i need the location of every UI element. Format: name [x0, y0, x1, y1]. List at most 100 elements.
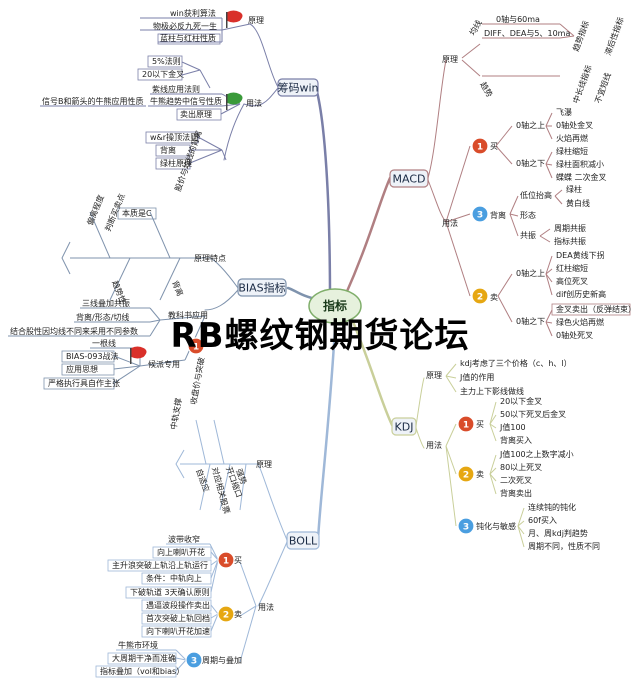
connector [149, 211, 171, 259]
label-frame [107, 559, 212, 572]
connector [545, 163, 553, 166]
label-frame [43, 377, 115, 390]
connector [181, 61, 201, 71]
node-label: 0轴之上 [516, 268, 545, 278]
node-label: 形态 [520, 210, 536, 220]
connector [559, 23, 575, 37]
flag-pole [226, 94, 228, 110]
connector [545, 112, 553, 127]
connector [461, 43, 481, 59]
connector [497, 273, 513, 297]
badge-number: 3 [191, 657, 197, 667]
flag-icon [227, 92, 243, 105]
connector [199, 463, 211, 511]
connector [445, 375, 457, 379]
connector [545, 321, 553, 337]
node-label: kdj考虑了三个价格（c、h、l） [460, 358, 572, 368]
node-label: 遇逼波段操作卖出 [146, 600, 210, 610]
connector [175, 657, 187, 661]
node-label: 应用思想 [66, 364, 98, 374]
badge-number: 1 [193, 343, 199, 353]
connector [545, 309, 553, 323]
label-frame [141, 612, 212, 625]
connector [489, 454, 497, 475]
node-label: 自适应 [194, 467, 212, 493]
topic-label: KDJ [395, 421, 414, 434]
node-label: 0轴之下 [516, 316, 545, 326]
badge-number: 1 [477, 143, 483, 153]
connector [509, 213, 519, 237]
connector [445, 375, 457, 393]
connector [181, 69, 201, 76]
connector [239, 605, 257, 663]
node-label: 结合股性因均线不同来采用不同参数 [10, 326, 138, 336]
topic-node [277, 78, 319, 97]
node-label: 买 [476, 420, 484, 429]
connector [113, 365, 141, 370]
connector-lines [8, 17, 631, 678]
node-label: 红柱缩短 [556, 263, 588, 273]
label-frame [125, 586, 212, 599]
topic-label: BOLL [289, 535, 318, 548]
connector [209, 543, 219, 561]
node-label: 蓝柱与红柱性质 [160, 33, 216, 43]
flag-icons [130, 10, 243, 364]
node-label: 飞瀑 [556, 107, 572, 117]
connector [149, 319, 161, 337]
topic-label: MACD [393, 173, 426, 186]
node-label: 连续钝的钝化 [528, 502, 576, 512]
connector [113, 365, 141, 384]
connector [517, 525, 525, 535]
connector [221, 149, 227, 161]
connector [159, 257, 181, 301]
connector [489, 423, 497, 442]
label-frame [141, 572, 212, 585]
topic-node [389, 169, 429, 188]
node-label: 不宜短线 [592, 71, 612, 104]
badge-number: 1 [223, 557, 229, 567]
connector [149, 319, 161, 323]
connector [249, 23, 279, 88]
node-label: 牛熊市环境 [118, 640, 158, 650]
node-label: 大周期干净而准确 [112, 653, 176, 663]
node-label: 背离 [170, 279, 185, 298]
connector [445, 221, 471, 297]
node-label: 背离/形态/切线 [76, 312, 129, 322]
badge-number: 2 [477, 293, 483, 303]
node-label: 偏离程度 [85, 193, 106, 226]
number-badge-three [185, 651, 203, 669]
node-label: w&r操顶法则 [150, 132, 198, 142]
topic-node [286, 531, 320, 550]
connector [445, 423, 457, 447]
connector [89, 211, 111, 259]
node-label: 向下喇叭开花加速 [146, 626, 210, 636]
number-badge-two [217, 605, 235, 623]
connector [545, 163, 553, 179]
connector [545, 151, 553, 165]
connector [257, 463, 288, 541]
node-label: 绿柱 [566, 184, 582, 194]
node-labels: win获利算法物极必反九死一生原理蓝柱与红柱性质5%法则20以下金叉紫线应用法则… [10, 8, 636, 676]
node-label: 黄白线 [566, 198, 590, 208]
topic-node [391, 417, 417, 436]
number-badge-three [471, 205, 489, 223]
node-label: 中轨支撑 [168, 397, 183, 430]
label-frame [141, 625, 212, 638]
connector [445, 145, 471, 223]
label-frame [147, 55, 183, 68]
node-label: DEA黄线下拐 [556, 250, 605, 260]
connector [445, 213, 471, 223]
center-node [308, 288, 362, 324]
node-label: 背离卖出 [500, 488, 532, 498]
connector [495, 145, 513, 165]
connector [239, 605, 257, 617]
center-label: 指标 [323, 298, 347, 313]
connector [210, 613, 219, 632]
node-label: DIFF、DEA与5、10ma [484, 29, 570, 38]
connector [517, 507, 525, 527]
connector [545, 125, 553, 140]
flag-icon [227, 10, 243, 23]
node-label: 0轴之上 [516, 120, 545, 130]
connector [517, 525, 525, 548]
